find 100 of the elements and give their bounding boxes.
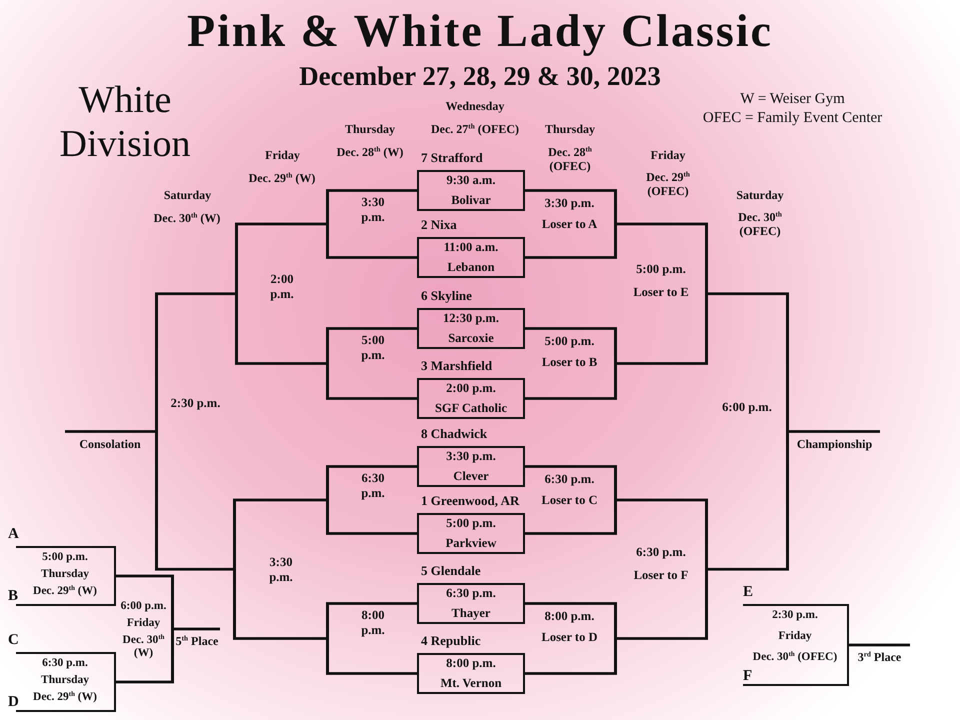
team-name: Lebanon <box>447 260 495 275</box>
connector-line <box>235 362 326 365</box>
connector-line <box>708 292 789 296</box>
loser-note: Loser to E <box>633 285 689 300</box>
day-label: Saturday <box>162 188 212 202</box>
connector-line <box>849 644 910 646</box>
game-time: 5:00 p.m. <box>446 516 496 531</box>
connector-line <box>235 222 326 226</box>
seed-team: 2 Nixa <box>421 217 457 233</box>
connector-line <box>326 397 417 400</box>
date-label: Dec. 28$^{th}$ (W) <box>336 145 404 160</box>
connector-line <box>617 222 708 226</box>
connector-line <box>326 602 417 605</box>
game-time: 3:30 p.m. <box>446 449 496 464</box>
game-time: 6:00 p.m. <box>722 400 772 415</box>
game-time: 3:30 p.m. <box>268 555 294 585</box>
game-time: 2:00 p.m. <box>446 381 496 396</box>
connector-line <box>617 637 708 640</box>
connector-line <box>525 602 617 605</box>
slot-letter: D <box>8 694 19 710</box>
connector-line <box>174 628 220 630</box>
connector-line <box>326 189 417 192</box>
game-date: Dec. 29$^{th}$ (W) <box>33 690 97 704</box>
connector-line <box>326 532 417 535</box>
subtitle: December 27, 28, 29 & 30, 2023 <box>298 62 662 92</box>
connector-line <box>525 189 617 192</box>
edge-label: 3$^{rd}$ Place <box>856 650 902 665</box>
division-heading: White Division <box>58 78 192 167</box>
seed-team: 4 Republic <box>421 633 481 649</box>
game-time: 9:30 a.m. <box>446 173 496 188</box>
slot-letter: A <box>8 526 19 542</box>
day-label: Friday <box>650 148 686 162</box>
connector-line <box>326 672 417 675</box>
game-date: Dec. 30$^{th}$ (W) <box>122 634 166 662</box>
game-time: 5:00 p.m. <box>360 332 386 362</box>
connector-line <box>326 465 417 468</box>
game-time: 5:00 p.m. <box>42 551 88 565</box>
date-label: Dec. 30$^{th}$ (W) <box>152 211 222 226</box>
game-time: 2:30 p.m. <box>170 396 220 411</box>
game-time: 8:00 p.m. <box>446 656 496 671</box>
connector-line <box>617 498 708 502</box>
game-time: 5:00 p.m. <box>544 334 594 348</box>
date-label: Dec. 29$^{th}$ (OFEC) <box>645 170 691 199</box>
slot-letter: F <box>743 668 752 684</box>
connector-line <box>525 256 617 259</box>
game-time: 6:30 p.m. <box>544 472 594 486</box>
team-name: Mt. Vernon <box>440 676 502 691</box>
game-time: 5:00 p.m. <box>636 262 686 277</box>
team-name: Thayer <box>452 606 490 621</box>
day-label: Thursday <box>544 122 596 136</box>
team-name: Bolivar <box>451 193 491 208</box>
connector-line <box>617 362 708 365</box>
team-name: Clever <box>453 469 489 484</box>
loser-note: Loser to B <box>542 354 598 370</box>
date-label: Dec. 29$^{th}$ (W) <box>248 171 316 186</box>
game-time: 6:00 p.m. <box>120 600 166 614</box>
game-time: 2:00 p.m. <box>269 272 295 302</box>
game-day: Friday <box>778 630 812 644</box>
day-label: Wednesday <box>444 99 506 114</box>
day-label: Thursday <box>344 122 396 136</box>
game-time: 3:30 p.m. <box>360 194 386 224</box>
game-time: 3:30 p.m. <box>544 196 594 210</box>
seed-team: 6 Skyline <box>421 288 472 304</box>
game-day: Friday <box>126 616 160 631</box>
date-label: Dec. 30$^{th}$ (OFEC) <box>737 210 783 239</box>
loser-note: Loser to A <box>542 216 598 232</box>
edge-label: Championship <box>796 436 874 452</box>
connector-line <box>525 327 617 330</box>
seed-team: 5 Glendale <box>421 563 481 579</box>
connector-line <box>155 568 233 571</box>
game-date: Dec. 30$^{th}$ (OFEC) <box>752 650 838 664</box>
loser-note: Loser to C <box>541 492 598 508</box>
key-note: W = Weiser Gym <box>739 90 846 108</box>
day-label: Friday <box>264 148 301 162</box>
game-time: 6:30 p.m. <box>636 545 686 560</box>
slot-letter: B <box>8 588 18 604</box>
date-label: Dec. 27$^{th}$ (OFEC) <box>430 122 520 136</box>
connector-line <box>525 465 617 468</box>
connector-line <box>326 327 417 330</box>
connector-line <box>525 672 617 675</box>
connector-line <box>155 292 235 296</box>
key-note: OFEC = Family Event Center <box>702 109 884 127</box>
game-time: 8:00 p.m. <box>360 608 386 638</box>
game-time: 6:30 p.m. <box>360 470 386 500</box>
connector-line <box>708 568 789 571</box>
title: Pink & White Lady Classic <box>187 6 773 57</box>
loser-note: Loser to F <box>634 568 688 583</box>
connector-line <box>116 574 174 578</box>
loser-note: Loser to D <box>541 630 598 644</box>
game-time: 11:00 a.m. <box>444 240 498 255</box>
game-time: 6:30 p.m. <box>446 586 496 601</box>
seed-team: 8 Chadwick <box>421 426 488 442</box>
connector-line <box>116 680 174 684</box>
game-day: Thursday <box>41 674 89 688</box>
date-label: Dec. 28$^{th}$ (OFEC) <box>547 145 593 174</box>
game-time: 8:00 p.m. <box>544 608 594 624</box>
connector-line <box>789 430 880 433</box>
connector-line <box>233 498 326 502</box>
seed-team: 7 Strafford <box>421 150 483 166</box>
slot-letter: C <box>8 632 19 648</box>
